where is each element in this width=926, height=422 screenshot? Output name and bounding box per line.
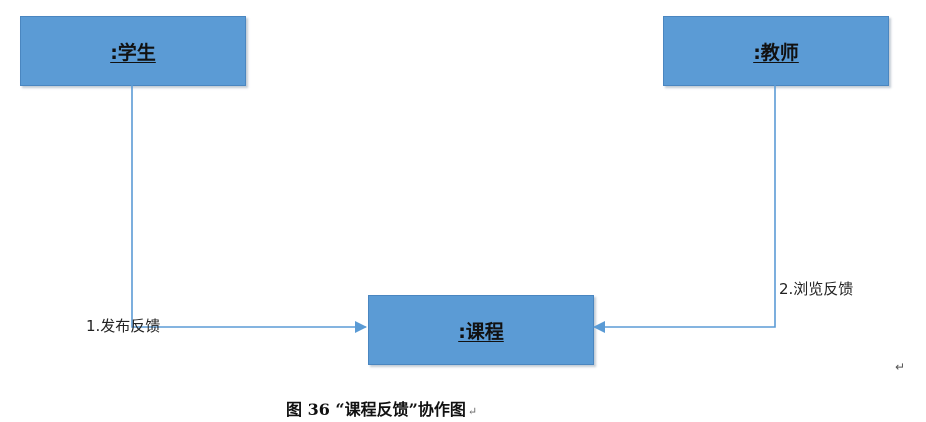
paragraph-mark-icon: ↵ — [467, 405, 478, 418]
message-publish-feedback: 1.发布反馈 — [86, 317, 161, 335]
message-browse-feedback: 2.浏览反馈 — [779, 280, 854, 298]
object-student: :学生 — [20, 16, 246, 86]
figure-caption: 图 36 “课程反馈”协作图↵ — [286, 396, 477, 420]
link-student-course — [131, 85, 367, 333]
object-course-label: :课程 — [458, 320, 504, 343]
object-course: :课程 — [368, 295, 594, 365]
object-teacher-label: :教师 — [753, 41, 799, 64]
object-teacher: :教师 — [663, 16, 889, 86]
object-student-label: :学生 — [110, 41, 156, 64]
paragraph-mark-icon: ↵ — [895, 360, 906, 374]
figure-caption-text: 图 36 “课程反馈”协作图 — [286, 400, 466, 419]
link-teacher-course — [593, 85, 776, 333]
